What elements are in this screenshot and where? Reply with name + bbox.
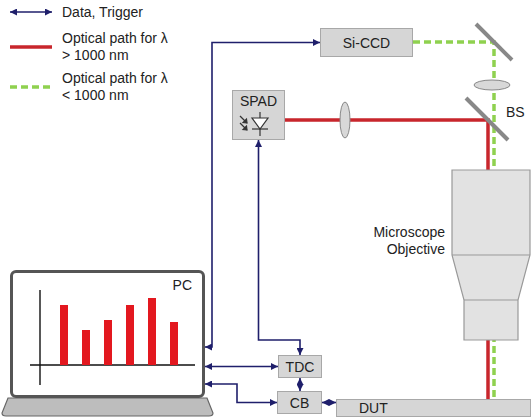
beam-splitter <box>466 98 508 140</box>
node-text: Si-CCD <box>343 35 390 51</box>
mirror <box>476 24 512 60</box>
signal-connector <box>259 140 301 355</box>
legend-arrow-sample <box>10 11 52 13</box>
node-text: PC <box>173 277 192 293</box>
microscope-objective <box>452 170 530 340</box>
legend-green-sample <box>10 85 52 89</box>
tdc-box: TDC <box>278 355 322 378</box>
signal-connector <box>299 378 301 391</box>
bar-chart <box>30 290 195 385</box>
laptop-base <box>2 398 213 416</box>
component-label: Microscope Objective <box>355 224 445 258</box>
detector-box: SPAD <box>232 90 285 140</box>
legend-red-sample <box>10 45 52 49</box>
legend-text: Optical path for λ < 1000 nm <box>62 70 172 104</box>
control-box: CB <box>277 391 322 414</box>
objective-detail <box>452 255 530 256</box>
photodiode-symbol <box>240 112 268 136</box>
signal-connector <box>205 43 320 348</box>
device-under-test: DUT <box>336 399 531 417</box>
legend-text: Optical path for λ > 1000 nm <box>62 30 172 64</box>
signal-connector <box>205 384 277 403</box>
legend-text: Data, Trigger <box>62 4 202 21</box>
node-text: SPAD <box>240 93 277 109</box>
node-text: TDC <box>286 359 315 375</box>
signal-connector <box>322 402 336 404</box>
computer-screen: PC <box>10 270 205 398</box>
lens <box>340 102 350 138</box>
camera-box: Si-CCD <box>320 28 413 57</box>
node-text: DUT <box>359 400 388 416</box>
node-text: CB <box>290 395 309 411</box>
objective-detail <box>464 300 518 301</box>
lens <box>474 80 510 90</box>
component-label: BS <box>506 104 530 121</box>
signal-connector <box>205 366 278 368</box>
